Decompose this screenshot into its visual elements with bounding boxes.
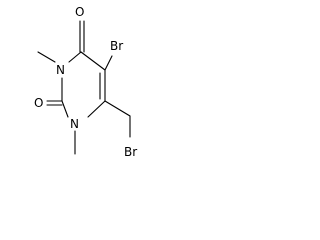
- bond-n3-methyl: [37, 51, 56, 63]
- bond-c4-n3: [68, 51, 82, 63]
- atom-o-top: O: [75, 5, 84, 19]
- bond-n1-c6: [87, 100, 106, 118]
- atom-o-left: O: [34, 96, 43, 110]
- bond-c6-ch2: [104, 100, 131, 117]
- bonds: [37, 20, 131, 155]
- atom-br-ring: Br: [110, 39, 123, 53]
- atom-n-lower: N: [70, 117, 79, 131]
- bond-c2-n1: [61, 100, 69, 118]
- molecule-structure: O N Br O N Br: [34, 5, 137, 159]
- atom-n-upper: N: [56, 63, 65, 77]
- atom-labels: O N Br O N Br: [34, 5, 137, 159]
- atom-br-side: Br: [124, 145, 137, 159]
- bond-c5-c4: [80, 51, 106, 71]
- bond-c5-br: [104, 55, 113, 71]
